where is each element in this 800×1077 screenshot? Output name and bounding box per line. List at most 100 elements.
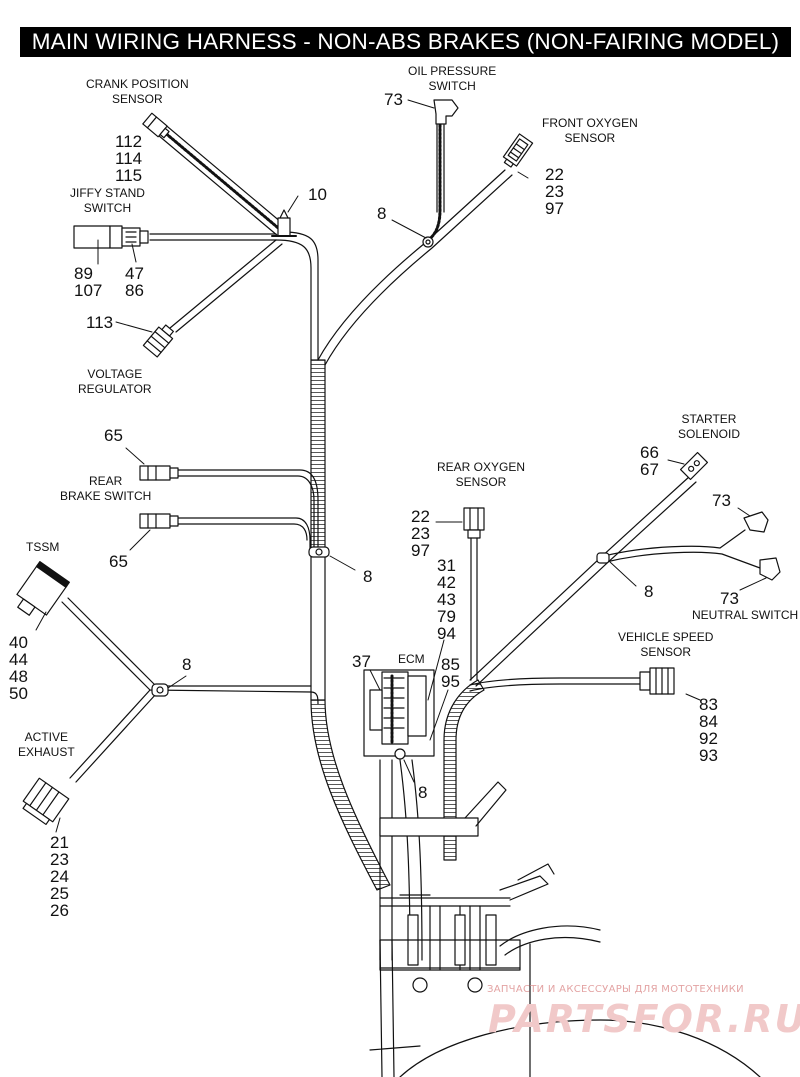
clip-mid: [308, 546, 330, 558]
callout-number: 93: [699, 746, 718, 765]
callout-number: 95: [441, 672, 460, 691]
callout-number: 84: [699, 712, 718, 731]
callout-number: 92: [699, 729, 718, 748]
label-line: EXHAUST: [18, 745, 75, 759]
clip-left: [151, 683, 169, 697]
label-rear-oxygen-sensor: REAR OXYGEN SENSOR: [437, 460, 525, 490]
callout-number: 89: [74, 264, 93, 283]
tssm-branch: [61, 597, 319, 783]
callout-starter-solenoid: 66 67: [640, 444, 659, 478]
callout-number: 23: [545, 182, 564, 201]
callout-rear-oxygen: 22 23 97: [411, 508, 430, 559]
callout-rear-brake-bottom: 65: [109, 552, 128, 571]
page-title: MAIN WIRING HARNESS - NON-ABS BRAKES (NO…: [20, 27, 791, 57]
label-line: BRAKE SWITCH: [60, 489, 152, 503]
label-tssm: TSSM: [26, 540, 59, 555]
label-oil-pressure-switch: OIL PRESSURE SWITCH: [408, 64, 496, 94]
clip-right: [596, 552, 610, 564]
lower-frame: [369, 759, 761, 1077]
crank-sensor-wire: [151, 121, 289, 237]
label-voltage-regulator: VOLTAGE REGULATOR: [78, 367, 152, 397]
callout-rear-brake-top: 65: [104, 426, 123, 445]
callout-jiffy-right: 47 86: [125, 265, 144, 299]
label-line: REAR: [89, 474, 123, 488]
rear-brake-connectors: [139, 465, 179, 529]
front-oxygen-branch: [317, 169, 513, 366]
tssm-module: [16, 561, 70, 616]
label-line: JIFFY STAND: [70, 186, 145, 200]
callout-number: 94: [437, 624, 456, 643]
label-line: SOLENOID: [678, 427, 741, 441]
label-line: VOLTAGE: [87, 367, 143, 381]
conduit-right: [443, 679, 485, 861]
callout-neutral-bottom: 73: [720, 589, 739, 608]
starter-solenoid-connector: [679, 451, 709, 481]
label-jiffy-stand-switch: JIFFY STAND SWITCH: [70, 186, 145, 216]
label-line: SENSOR: [455, 475, 507, 489]
callout-number: 21: [50, 833, 69, 852]
callout-clip-left: 8: [182, 655, 192, 674]
callout-front-oxygen: 22 23 97: [545, 166, 564, 217]
label-vehicle-speed-sensor: VEHICLE SPEED SENSOR: [618, 630, 713, 660]
front-oxygen-connector: [502, 133, 534, 168]
crank-sensor-connector: [142, 112, 170, 139]
callout-number: 42: [437, 573, 456, 592]
label-rear-brake-switch: REAR BRAKE SWITCH: [60, 474, 151, 504]
callout-number: 24: [50, 867, 69, 886]
neutral-switch-top: [743, 511, 769, 533]
label-front-oxygen-sensor: FRONT OXYGEN SENSOR: [542, 116, 638, 146]
callout-ecm-pair: 85 95: [441, 656, 460, 690]
callout-number: 86: [125, 281, 144, 300]
label-line: CRANK POSITION: [86, 77, 189, 91]
label-ecm: ECM: [398, 652, 425, 667]
rear-oxygen-connector: [463, 507, 485, 681]
vehicle-speed-connector: [639, 667, 675, 695]
label-line: SENSOR: [112, 92, 163, 106]
watermark-brand: PARTSFOR.RU: [488, 997, 800, 1041]
callout-number: 26: [50, 901, 69, 920]
clip-front-o2: [422, 236, 434, 248]
label-crank-position-sensor: CRANK POSITION SENSOR: [86, 77, 189, 107]
watermark-tagline: ЗАПЧАСТИ И АКСЕССУАРЫ ДЛЯ МОТОТЕХНИКИ: [487, 984, 744, 995]
callout-active-exhaust: 21 23 24 25 26: [50, 834, 69, 919]
callout-number: 23: [411, 524, 430, 543]
jiffy-stand-wire: [149, 233, 277, 241]
clip-10: [271, 209, 297, 237]
label-line: STARTER: [681, 412, 737, 426]
label-neutral-switch: NEUTRAL SWITCH: [692, 608, 798, 623]
active-exhaust-connector: [22, 777, 70, 826]
label-line: SWITCH: [428, 79, 476, 93]
callout-clip-front-o2: 8: [377, 204, 387, 223]
main-trunk-middle: [310, 549, 326, 701]
callout-voltage-regulator: 113: [86, 313, 114, 332]
voltage-regulator-connector: [142, 324, 175, 358]
callout-number: 97: [545, 199, 564, 218]
callout-jiffy-left: 89 107: [74, 265, 102, 299]
label-line: OIL PRESSURE: [408, 64, 497, 78]
callout-vehicle-speed: 83 84 92 93: [699, 696, 718, 764]
main-trunk-upper: [275, 231, 319, 361]
conduit-lower: [310, 699, 391, 891]
callout-clip-mid: 8: [363, 567, 373, 586]
callout-tssm: 40 44 48 50: [9, 634, 28, 702]
label-line: TSSM: [26, 540, 60, 554]
neutral-switch-bottom: [759, 557, 781, 581]
label-line: ECM: [398, 652, 425, 666]
label-line: FRONT OXYGEN: [542, 116, 638, 130]
callout-clip-top: 10: [308, 185, 327, 204]
callout-clip-ecm: 8: [418, 783, 428, 802]
rear-brake-wires: [177, 469, 319, 554]
callout-number: 23: [50, 850, 69, 869]
callout-number: 114: [115, 149, 143, 168]
label-line: NEUTRAL SWITCH: [692, 608, 799, 622]
callout-number: 107: [74, 281, 103, 300]
callout-number: 43: [437, 590, 456, 609]
label-line: ACTIVE: [24, 730, 69, 744]
callout-oil-pressure: 73: [384, 90, 403, 109]
callout-number: 112: [115, 132, 143, 151]
callout-number: 25: [50, 884, 69, 903]
callout-number: 67: [640, 460, 659, 479]
callout-number: 44: [9, 650, 28, 669]
callout-number: 97: [411, 541, 430, 560]
